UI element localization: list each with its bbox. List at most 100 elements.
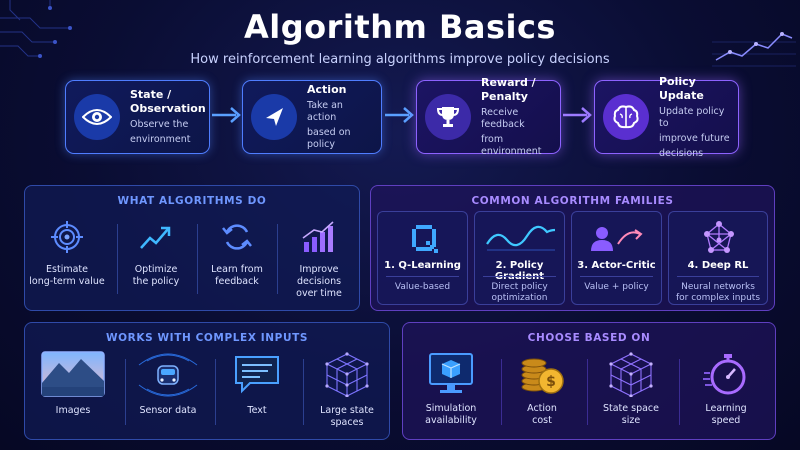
family-card-policy-gradient: 2. Policy Gradient Direct policy optimiz… — [474, 211, 565, 305]
choose-label: State space — [602, 403, 660, 414]
divider — [303, 359, 304, 425]
choose-label: speed — [711, 415, 741, 426]
choose-item-learning-speed: Learning speed — [679, 351, 773, 427]
input-item-large-state-spaces: Large state spaces — [303, 351, 391, 429]
input-item-text: Text — [217, 351, 297, 417]
divider — [587, 359, 588, 425]
coins-icon: $ — [521, 358, 564, 394]
choose-item-action-cost: $ Action cost — [501, 351, 583, 427]
family-desc: Neural networks — [681, 282, 755, 292]
family-card-q-learning: 1. Q-Learning Value-based — [377, 211, 468, 305]
family-desc: for complex inputs — [675, 293, 761, 303]
flow-title: Reward / — [481, 76, 536, 89]
trend-chart-decoration — [712, 32, 796, 67]
flow-desc: environment — [130, 134, 191, 145]
family-name: 1. Q-Learning — [384, 260, 461, 271]
choose-item-simulation: Simulation availability — [407, 351, 495, 427]
actor-critic-icon — [591, 227, 643, 251]
flow-desc: decisions — [659, 147, 704, 159]
choose-label: cost — [532, 415, 552, 426]
panel-title: COMMON ALGORITHM FAMILIES — [471, 195, 674, 207]
choose-label: availability — [425, 415, 477, 426]
car-sensor-icon — [138, 353, 198, 397]
family-card-actor-critic: 3. Actor-Critic Value + policy — [571, 211, 662, 305]
what-label: long-term value — [29, 276, 105, 287]
pointer-cursor-icon — [251, 94, 297, 140]
what-item-estimate: Estimate long-term value — [29, 220, 105, 288]
flow-title: Action — [307, 83, 347, 96]
flow-card-reward: Reward / Penalty Receive feedback from e… — [416, 76, 561, 157]
divider — [277, 224, 278, 294]
cube-grid-icon — [325, 352, 369, 398]
divider — [197, 224, 198, 294]
input-label: Large state spaces — [320, 405, 374, 428]
family-name: 4. Deep RL — [687, 260, 749, 271]
complex-inputs-panel: WORKS WITH COMPLEX INPUTS Images Sensor … — [24, 322, 390, 440]
what-item-learn: Learn from feedback — [201, 220, 273, 288]
choose-label: Simulation — [425, 403, 477, 414]
input-label: Sensor data — [139, 405, 197, 416]
choose-label: Learning — [705, 403, 747, 414]
chat-text-icon — [235, 356, 279, 394]
flow-card-state: State / Observation Observe the environm… — [65, 80, 210, 154]
family-card-deep-rl: 4. Deep RL Neural networks for complex i… — [668, 211, 768, 305]
wave-icon — [486, 225, 556, 251]
divider — [386, 276, 459, 277]
what-item-improve: Improve decisions over time — [277, 220, 361, 300]
monitor-cube-icon — [429, 353, 473, 393]
flow-desc: Receive feedback — [481, 107, 525, 130]
target-icon — [51, 221, 83, 253]
divider — [117, 224, 118, 294]
panel-title: WORKS WITH COMPLEX INPUTS — [105, 332, 309, 344]
family-desc: Value + policy — [584, 282, 649, 292]
panel-title: WHAT ALGORITHMS DO — [117, 195, 267, 207]
growth-bars-icon — [302, 221, 334, 252]
choose-based-on-panel: CHOOSE BASED ON Simulation availability … — [402, 322, 776, 440]
flow-title: Policy Update — [659, 74, 704, 102]
arrow-right-icon — [385, 107, 414, 123]
flow-card-policy-update: Policy Update Update policy to improve f… — [594, 75, 739, 159]
family-name: 3. Actor-Critic — [577, 260, 656, 271]
landscape-image-icon — [41, 351, 105, 397]
q-letter-icon — [412, 225, 438, 253]
flow-desc: based on policy — [307, 127, 351, 150]
lattice-cube-icon — [609, 352, 653, 398]
choose-label: Action — [527, 403, 557, 414]
what-label: Estimate — [46, 264, 88, 275]
arrow-right-icon — [563, 107, 592, 123]
flow-desc: Update policy to — [659, 105, 725, 129]
input-label: Images — [55, 405, 91, 416]
page-subtitle: How reinforcement learning algorithms im… — [190, 52, 610, 67]
svg-text:$: $ — [546, 374, 556, 390]
what-algorithms-do-panel: WHAT ALGORITHMS DO Estimate long-term va… — [24, 185, 360, 311]
circuit-decoration-left — [0, 0, 72, 58]
family-name: 2. Policy Gradient — [495, 260, 544, 282]
flow-desc: Take an action — [307, 100, 343, 123]
what-label: Improve decisions — [296, 264, 342, 287]
what-label: Learn from — [211, 264, 263, 275]
flow-title: Penalty — [481, 90, 528, 103]
panel-title: CHOOSE BASED ON — [527, 332, 651, 344]
divider — [580, 276, 653, 277]
trend-up-icon — [140, 226, 171, 249]
family-desc: Value-based — [394, 282, 451, 292]
what-label: feedback — [215, 276, 259, 287]
what-label: the policy — [132, 276, 180, 287]
flow-desc: improve future — [659, 132, 730, 144]
divider — [483, 276, 556, 277]
flow-desc: Observe the — [130, 119, 189, 130]
page-title: Algorithm Basics — [244, 8, 556, 46]
arrow-right-icon — [212, 107, 241, 123]
eye-icon — [74, 94, 120, 140]
family-desc: Direct policy — [491, 282, 548, 292]
choose-label: size — [621, 415, 641, 426]
divider — [501, 359, 502, 425]
trophy-icon — [425, 94, 471, 140]
divider — [677, 276, 759, 277]
flow-desc: from environment — [481, 134, 542, 157]
what-label: over time — [296, 288, 342, 299]
network-icon — [704, 221, 734, 253]
what-item-optimize: Optimize the policy — [121, 220, 191, 288]
what-label: Optimize — [134, 264, 178, 275]
input-label: Text — [247, 405, 267, 416]
